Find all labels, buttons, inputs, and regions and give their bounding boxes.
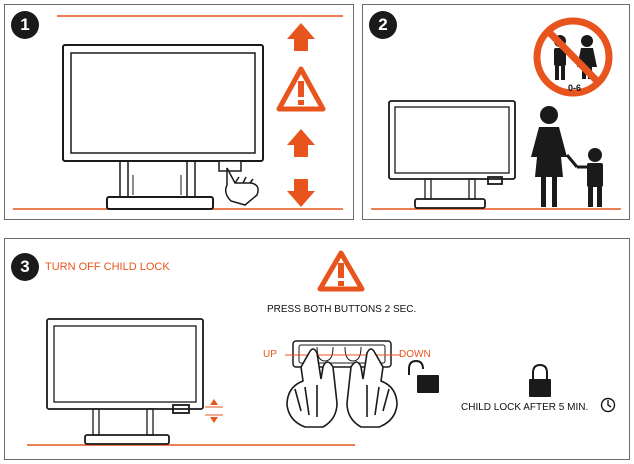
monitor	[62, 44, 264, 210]
instruction-text: PRESS BOTH BUTTONS 2 SEC.	[267, 304, 417, 315]
arrow-up-icon	[287, 23, 315, 51]
monitor	[388, 100, 516, 209]
gap-indicator	[205, 399, 223, 423]
monitor	[46, 318, 204, 445]
step-2-illustration	[371, 17, 621, 210]
step-3-illustration	[27, 250, 616, 446]
no-children-icon	[533, 17, 613, 97]
clock-icon	[600, 397, 616, 413]
step-2-number: 2	[369, 11, 397, 39]
step-3-title: TURN OFF CHILD LOCK	[45, 261, 170, 273]
down-label: DOWN	[399, 349, 431, 360]
step-3-number: 3	[11, 253, 39, 281]
adult-with-child-icon	[531, 106, 603, 207]
age-label: 0-6	[568, 83, 582, 93]
child-lock-note: CHILD LOCK AFTER 5 MIN.	[461, 402, 589, 413]
unlocked-padlock-icon	[408, 359, 439, 393]
locked-padlock-icon	[529, 363, 551, 397]
step-1-illustration	[13, 15, 343, 210]
step-3-panel: 3 TURN OFF CHILD LOCK	[4, 238, 630, 460]
warning-icon	[276, 66, 326, 112]
control-panel	[292, 340, 392, 368]
step-1-number: 1	[11, 11, 39, 39]
hand-icon	[218, 160, 259, 206]
step-2-panel: 2	[362, 4, 630, 220]
hands-icon	[286, 348, 398, 428]
up-label: UP	[263, 349, 277, 360]
arrow-up-down-icon	[287, 129, 315, 207]
step-1-panel: 1	[4, 4, 354, 220]
warning-icon	[317, 250, 365, 292]
